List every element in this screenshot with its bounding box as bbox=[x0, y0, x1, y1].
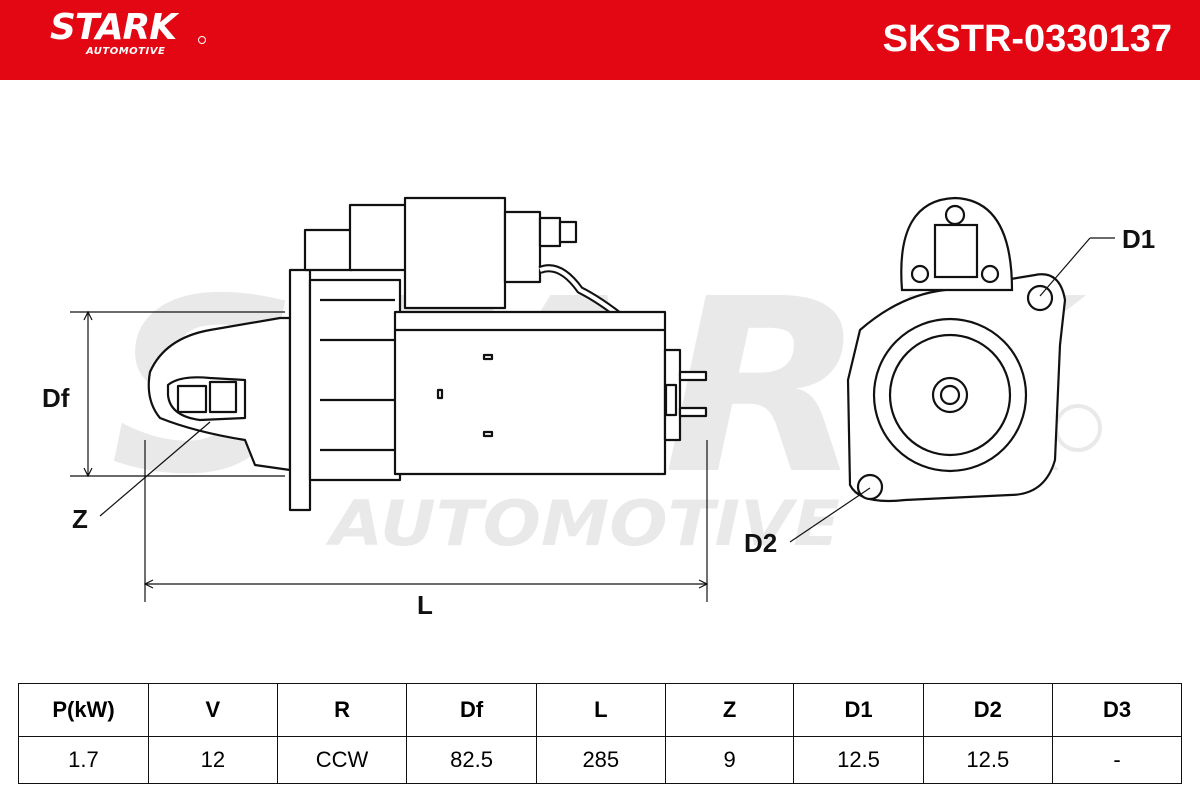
watermark-subtext: AUTOMOTIVE bbox=[324, 487, 840, 560]
value-cell: - bbox=[1052, 736, 1182, 784]
header-cell: Df bbox=[406, 683, 537, 737]
header-cell: R bbox=[276, 683, 408, 737]
label-d2: D2 bbox=[744, 528, 777, 558]
header-cell: L bbox=[535, 683, 666, 737]
brand-name: STARK bbox=[50, 7, 177, 48]
brand-subtitle: AUTOMOTIVE bbox=[86, 46, 166, 57]
label-df: Df bbox=[42, 383, 70, 413]
starter-front-view bbox=[846, 196, 1067, 503]
header-cell: D1 bbox=[793, 683, 924, 737]
label-d1: D1 bbox=[1122, 224, 1155, 254]
value-cell: 9 bbox=[664, 736, 795, 784]
part-number: SKSTR-0330137 bbox=[882, 18, 1172, 60]
header-cell: D3 bbox=[1052, 683, 1182, 737]
header-cell: Z bbox=[664, 683, 795, 737]
header-bar: STARK AUTOMOTIVE SKSTR-0330137 bbox=[0, 0, 1200, 80]
header-cell: P(kW) bbox=[18, 683, 149, 737]
dimension-lines bbox=[70, 237, 1115, 602]
value-cell: CCW bbox=[276, 736, 408, 784]
value-cell: 12.5 bbox=[793, 736, 924, 784]
specs-value-row: 1.7 12 CCW 82.5 285 9 12.5 12.5 - bbox=[18, 736, 1182, 784]
dimension-labels: Df Z L D1 D2 bbox=[42, 224, 1155, 620]
value-cell: 82.5 bbox=[406, 736, 537, 784]
starter-side-view bbox=[147, 196, 708, 512]
label-z: Z bbox=[72, 504, 88, 534]
header-cell: V bbox=[147, 683, 278, 737]
specs-header-row: P(kW) V R Df L Z D1 D2 D3 bbox=[18, 683, 1182, 737]
registered-icon bbox=[198, 36, 206, 44]
technical-drawing: STARK AUTOMOTIVE bbox=[42, 196, 1155, 620]
header-cell: D2 bbox=[922, 683, 1054, 737]
label-l: L bbox=[417, 590, 433, 620]
value-cell: 12.5 bbox=[922, 736, 1054, 784]
value-cell: 12 bbox=[147, 736, 278, 784]
specs-table: P(kW) V R Df L Z D1 D2 D3 1.7 12 CCW 82.… bbox=[18, 683, 1182, 784]
value-cell: 285 bbox=[535, 736, 666, 784]
brand-logo: STARK AUTOMOTIVE bbox=[50, 7, 177, 58]
value-cell: 1.7 bbox=[18, 736, 149, 784]
